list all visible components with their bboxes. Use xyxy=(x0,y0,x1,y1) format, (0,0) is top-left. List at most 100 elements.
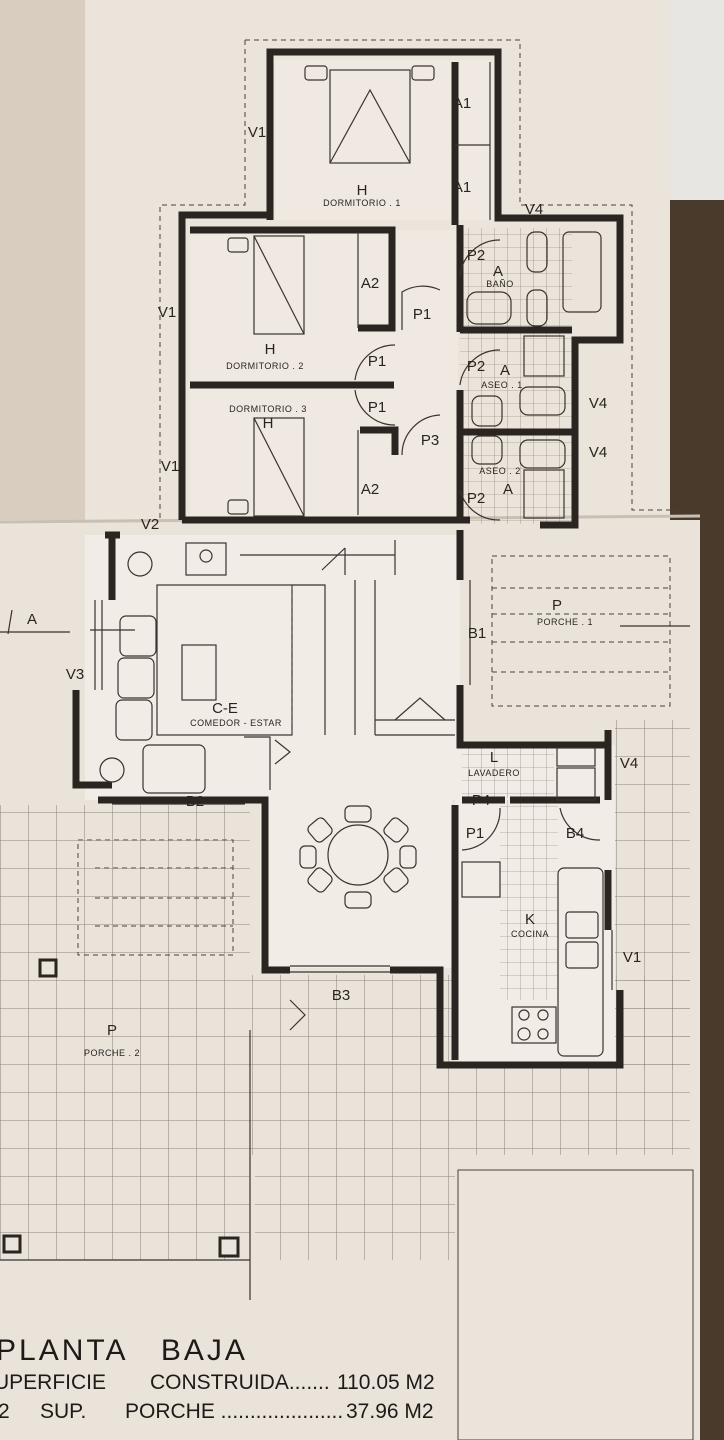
sink xyxy=(471,435,503,465)
mark-p1: P1 xyxy=(368,399,386,416)
room-code-dormitorio-3: H xyxy=(263,415,274,432)
surface-constructed-value: 110.05 M2 xyxy=(337,1371,435,1394)
coffee-table xyxy=(181,644,217,701)
mark-a2: A2 xyxy=(361,275,379,292)
mark-b3: B3 xyxy=(332,987,350,1004)
room-name-aseo-1: ASEO . 1 xyxy=(481,380,523,390)
room-name-lavadero: LAVADERO xyxy=(468,768,520,778)
fireplace xyxy=(185,542,227,576)
kitchen-sink xyxy=(565,911,599,939)
mark-v1: V1 xyxy=(248,124,266,141)
sink xyxy=(466,291,512,325)
mark-b4: B4 xyxy=(566,825,584,842)
shower xyxy=(523,335,565,377)
mark-p2: P2 xyxy=(467,358,485,375)
washing-machine xyxy=(556,767,596,801)
mark-p1: P1 xyxy=(413,306,431,323)
shower xyxy=(523,469,565,519)
mark-p2: P2 xyxy=(467,247,485,264)
path-paving xyxy=(255,1155,455,1260)
room-name-bano: BAÑO xyxy=(486,279,514,289)
counter xyxy=(461,861,501,898)
porch-prefix: 2 xyxy=(0,1400,10,1423)
kitchen-sink xyxy=(565,941,599,969)
bed xyxy=(253,417,305,517)
room-code-porche-2: P xyxy=(107,1022,117,1039)
room-code-cocina: K xyxy=(525,911,535,928)
surface-constructed-label: CONSTRUIDA....... xyxy=(150,1371,330,1394)
section-line xyxy=(0,629,135,633)
room-name-cocina: COCINA xyxy=(511,929,549,939)
mark-p4: P4 xyxy=(472,792,490,809)
room-code-lavadero: L xyxy=(490,749,498,766)
room-labels: H DORMITORIO . 1 H DORMITORIO . 2 DORMIT… xyxy=(84,182,593,1058)
toilet xyxy=(519,439,566,469)
paper-side-sheet xyxy=(660,0,724,200)
laundry-sink xyxy=(556,747,596,767)
mark-p1: P1 xyxy=(368,353,386,370)
opening-marks: A1 A1 A2 A2 P1 P1 P1 P1 P2 P2 P2 P3 P4 V… xyxy=(27,95,641,1004)
cooktop xyxy=(511,1006,557,1044)
mark-b2: B2 xyxy=(186,793,204,810)
kitchen-tiles xyxy=(500,800,558,1000)
armchair xyxy=(142,744,206,794)
mark-a1: A1 xyxy=(453,179,471,196)
pillar xyxy=(38,958,58,978)
garden-area xyxy=(457,1169,694,1440)
room-name-dormitorio-3: DORMITORIO . 3 xyxy=(229,404,307,414)
mark-v4: V4 xyxy=(620,755,638,772)
toilet xyxy=(526,231,548,273)
room-code-dormitorio-1: H xyxy=(357,182,368,199)
porche2-paving xyxy=(0,805,250,1260)
pillar xyxy=(218,1236,240,1258)
room-code-dormitorio-2: H xyxy=(265,341,276,358)
room-code-aseo-1: A xyxy=(500,362,510,379)
mark-v4: V4 xyxy=(589,395,607,412)
walls-dormitorio-1 xyxy=(266,48,624,529)
mark-v2: V2 xyxy=(141,516,159,533)
sofa xyxy=(119,615,157,657)
room-name-porche-2: PORCHE . 2 xyxy=(84,1048,140,1058)
mark-v3: V3 xyxy=(66,666,84,683)
lavadero-tiles xyxy=(462,746,554,798)
toilet xyxy=(519,386,566,416)
mark-p3: P3 xyxy=(421,432,439,449)
mark-a1: A1 xyxy=(453,95,471,112)
counter xyxy=(557,867,604,1057)
room-name-porche-1: PORCHE . 1 xyxy=(537,617,593,627)
mark-v1: V1 xyxy=(158,304,176,321)
right-paving xyxy=(615,720,690,1070)
dining-chairs xyxy=(299,805,417,909)
dining-table xyxy=(327,824,389,886)
room-name-dormitorio-1: DORMITORIO . 1 xyxy=(323,198,401,208)
mark-p2: P2 xyxy=(467,490,485,507)
room-code-comedor-estar: C-E xyxy=(212,700,238,717)
bed xyxy=(329,69,411,164)
room-code-porche-1: P xyxy=(552,597,562,614)
surface-label: UPERFICIE xyxy=(0,1371,106,1394)
pillar xyxy=(2,1234,22,1254)
mark-a2: A2 xyxy=(361,481,379,498)
room-name-comedor-estar: COMEDOR - ESTAR xyxy=(190,718,282,728)
sink xyxy=(471,395,503,427)
mark-v1: V1 xyxy=(161,458,179,475)
title-block: PLANTA BAJA UPERFICIE CONSTRUIDA....... … xyxy=(0,1334,435,1423)
section-mark: A xyxy=(27,611,37,628)
room-name-aseo-2: ASEO . 2 xyxy=(479,466,521,476)
room-code-aseo-2: A xyxy=(503,481,513,498)
porch-surface-label: PORCHE ..................... xyxy=(125,1400,343,1423)
porch-sup-label: SUP. xyxy=(40,1400,86,1423)
room-code-bano: A xyxy=(493,263,503,280)
bathtub xyxy=(562,231,602,313)
bed xyxy=(253,235,305,335)
walls-living xyxy=(72,531,290,974)
mark-v4: V4 xyxy=(589,444,607,461)
mark-v1: V1 xyxy=(623,949,641,966)
plan-title: PLANTA BAJA xyxy=(0,1334,248,1367)
mark-v4: V4 xyxy=(525,201,543,218)
mark-b1: B1 xyxy=(468,625,486,642)
porche1-pergola xyxy=(491,555,671,707)
room-name-dormitorio-2: DORMITORIO . 2 xyxy=(226,361,304,371)
bidet xyxy=(526,289,548,327)
